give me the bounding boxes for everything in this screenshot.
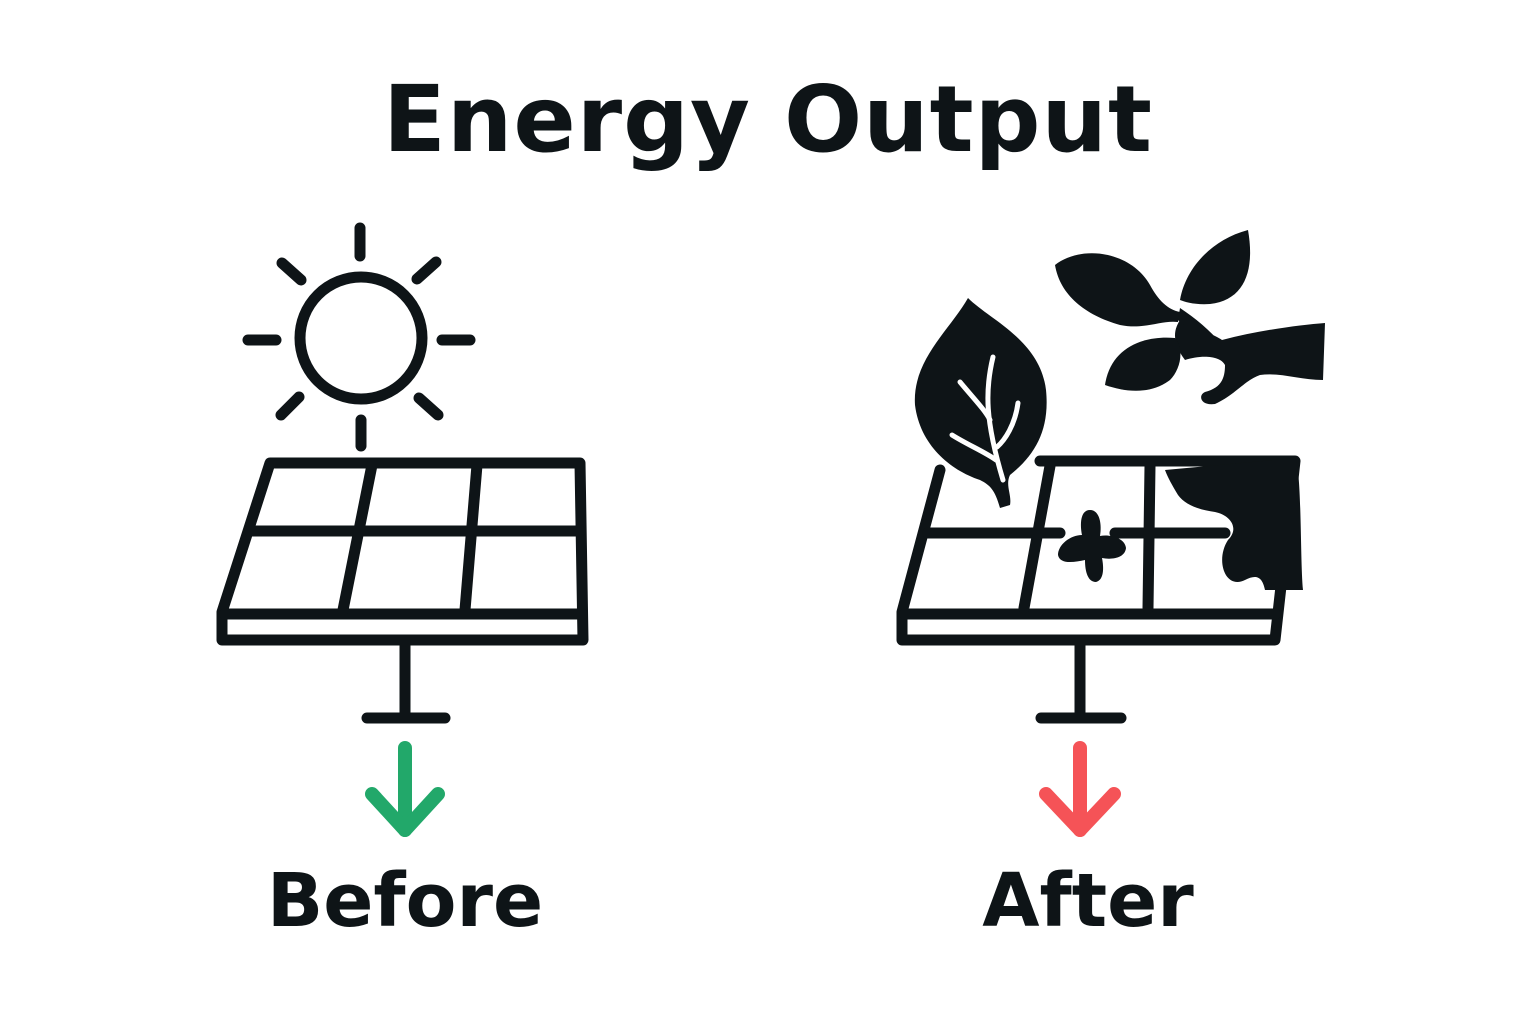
covered-solar-panel-icon <box>896 455 1303 724</box>
down-arrow-icon <box>365 741 445 837</box>
down-arrow-icon <box>1039 741 1121 837</box>
sun-icon <box>242 222 476 452</box>
after-label: After <box>982 858 1194 944</box>
solar-panel-icon <box>216 457 589 724</box>
before-label: Before <box>266 858 544 944</box>
branch-icon <box>1055 230 1325 405</box>
leaf-icon <box>914 298 1047 508</box>
diagram-title: Energy Output <box>383 66 1153 173</box>
